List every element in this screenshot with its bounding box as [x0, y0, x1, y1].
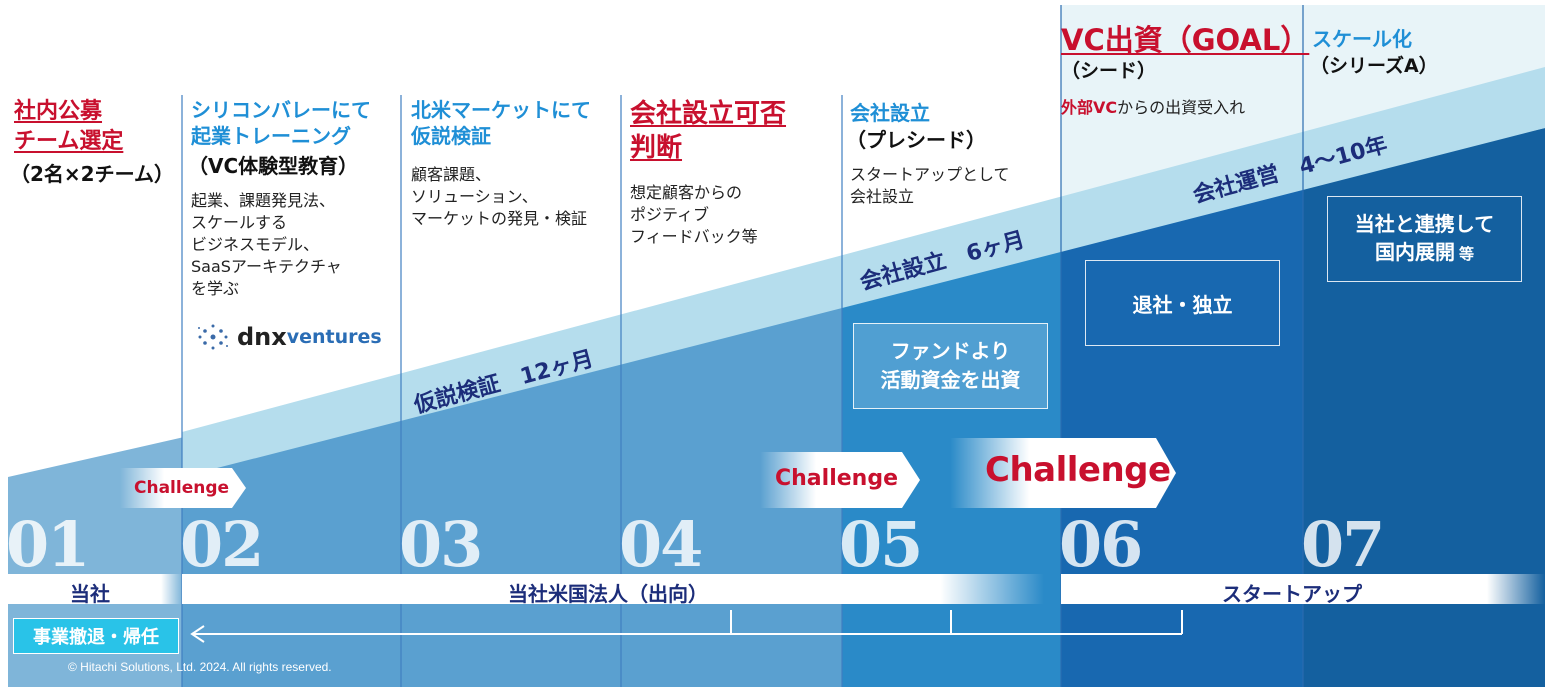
- challenge-label-3: Challenge: [985, 450, 1171, 490]
- stage-number-06: 06: [1059, 508, 1143, 581]
- logo-ventures-text: ventures: [286, 326, 382, 348]
- stage-number-01: 01: [6, 508, 90, 581]
- stage-05-box: ファンドより 活動資金を出資: [853, 323, 1048, 409]
- stage-01-title: 社内公募 チーム選定: [14, 99, 124, 154]
- stage-number-03: 03: [399, 508, 483, 581]
- exit-label: 事業撤退・帰任: [13, 618, 179, 654]
- stage-number-04: 04: [619, 508, 703, 581]
- stage-number-05: 05: [839, 508, 923, 581]
- stage-03-body: 顧客課題、 ソリューション、 マーケットの発見・検証: [411, 165, 588, 228]
- stage-07-box-small: 等: [1458, 245, 1474, 263]
- stage-07-subtitle: （シリーズA）: [1310, 55, 1438, 77]
- challenge-label-2: Challenge: [775, 466, 898, 491]
- stage-06-body-red: 外部VC: [1061, 98, 1118, 117]
- stage-04-title: 会社設立可否 判断: [630, 99, 787, 163]
- stage-06-title: VC出資（GOAL）: [1061, 23, 1310, 57]
- stage-02-subtitle: （VC体験型教育）: [188, 154, 359, 178]
- stage-04-body: 想定顧客からの ポジティブ フィードバック等: [630, 183, 758, 246]
- stage-02-body: 起業、課題発見法、 スケールする ビジネスモデル、 SaaSアーキテクチャ を学…: [191, 191, 342, 298]
- stage-06-subtitle: （シード）: [1061, 60, 1157, 82]
- dnx-ventures-logo: dnx ventures: [195, 322, 382, 352]
- stage-06-body-rest: からの出資受入れ: [1117, 98, 1246, 117]
- challenge-label-1: Challenge: [134, 478, 230, 498]
- stage-number-07: 07: [1301, 508, 1385, 581]
- stage-07-title: スケール化: [1312, 27, 1412, 51]
- stage-07-box-main: 当社と連携して 国内展開: [1354, 212, 1495, 264]
- stage-05-body: スタートアップとして 会社設立: [850, 165, 1010, 206]
- stage-06-box: 退社・独立: [1085, 260, 1280, 346]
- bar-label-startup: スタートアップ: [1222, 582, 1362, 606]
- stage-07-box: 当社と連携して 国内展開等: [1327, 196, 1522, 282]
- stage-06-body: 外部VCからの出資受入れ: [1061, 94, 1245, 118]
- dnx-swirl-icon: [198, 324, 228, 350]
- copyright: © Hitachi Solutions, Ltd. 2024. All righ…: [68, 660, 332, 674]
- stage-01-subtitle: （2名×2チーム）: [10, 162, 174, 186]
- bar-label-us-subsidiary: 当社米国法人（出向）: [508, 582, 708, 606]
- stage-number-02: 02: [180, 508, 264, 581]
- stage-02-title: シリコンバレーにて 起業トレーニング: [191, 98, 371, 148]
- stage-05-subtitle: （プレシード）: [846, 128, 986, 152]
- bar-label-company: 当社: [70, 582, 110, 606]
- logo-dnx-text: dnx: [237, 323, 287, 351]
- stage-05-title: 会社設立: [850, 101, 930, 125]
- stage-03-title: 北米マーケットにて 仮説検証: [411, 98, 591, 148]
